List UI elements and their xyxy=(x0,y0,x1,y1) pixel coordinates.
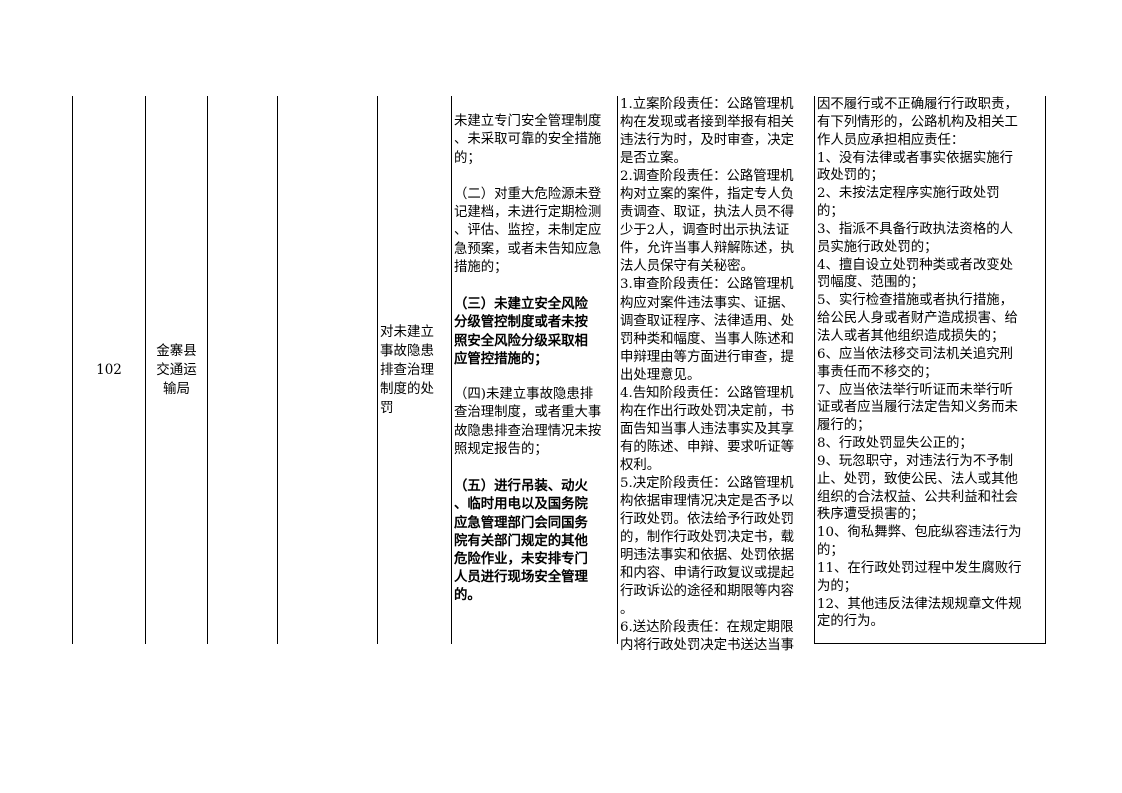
responsibilities-cell: 1.立案阶段责任：公路管理机 构在发现或者接到举报有相关 违法行为时，及时审查，… xyxy=(620,97,795,654)
table-border-right xyxy=(1045,96,1046,644)
violation-clause-1: 未建立专门安全管理制度 、未采取可靠的安全措施 的； xyxy=(454,114,602,166)
violation-clause-5: （五）进行吊装、动火 、临时用电以及国务院 应急管理部门会同国务 院有关部门规定… xyxy=(454,478,588,604)
item-name-cell: 对未建立 事故隐患 排查治理 制度的处 罚 xyxy=(378,96,451,644)
row-number-cell: 102 xyxy=(73,96,145,644)
department-name: 金寨县 交通运 输局 xyxy=(156,342,197,397)
accountability-bottom-line xyxy=(814,643,1046,644)
column-divider-5 xyxy=(451,96,452,644)
column-divider-4 xyxy=(377,96,378,644)
column-divider-2 xyxy=(207,96,208,644)
column-divider-7 xyxy=(814,96,815,644)
department-cell: 金寨县 交通运 输局 xyxy=(146,96,207,644)
violation-clause-4: （四)未建立事故隐患排 查治理制度，或者重大事 故隐患排查治理情况未按 照规定报… xyxy=(454,387,602,457)
accountability-cell: 因不履行或不正确履行行政职责， 有下列情形的，公路机构及相关工 作人员应承担相应… xyxy=(817,97,1022,630)
row-number: 102 xyxy=(96,361,122,378)
violation-clause-3: （三）未建立安全风险 分级管控制度或者未按 照安全风险分级采取相 应管控措施的； xyxy=(454,296,588,367)
table-border-left xyxy=(72,96,73,644)
violation-clause-2: （二）对重大危险源未登 记建档，未进行定期检测 、评估、监控，未制定应 急预案，… xyxy=(454,187,602,275)
column-divider-1 xyxy=(145,96,146,644)
column-divider-6 xyxy=(617,96,618,644)
column-divider-3 xyxy=(277,96,278,644)
violations-cell: 未建立专门安全管理制度 、未采取可靠的安全措施 的； （二）对重大危险源未登 记… xyxy=(454,95,616,603)
item-name: 对未建立 事故隐患 排查治理 制度的处 罚 xyxy=(380,323,434,416)
